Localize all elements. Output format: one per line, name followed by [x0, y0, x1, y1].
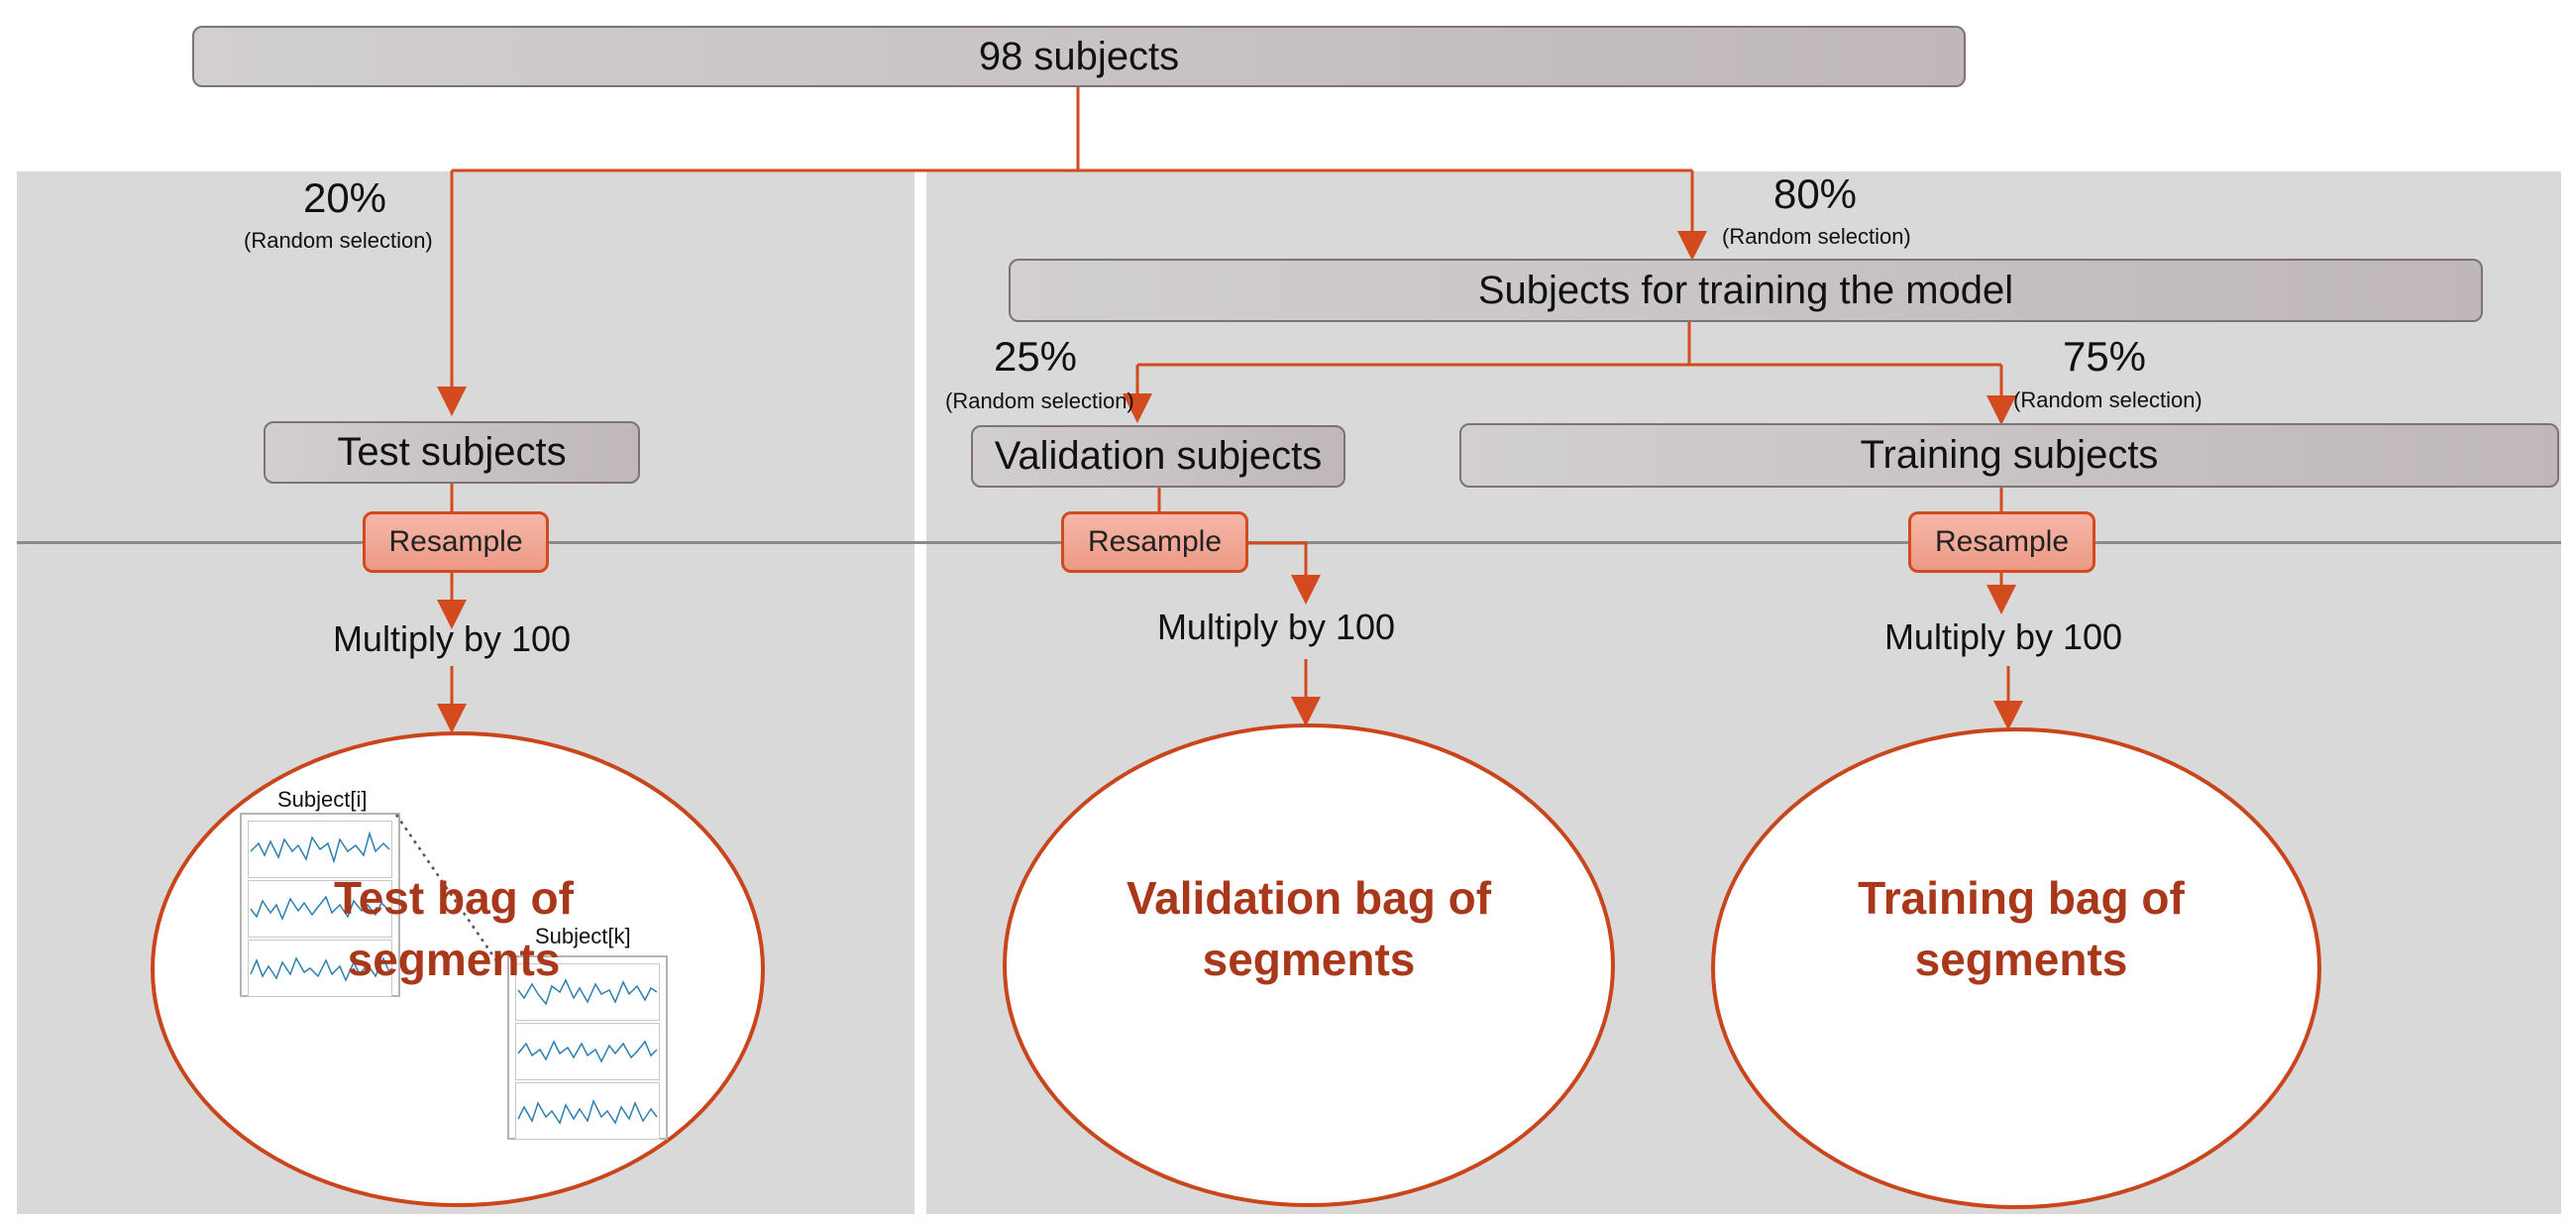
- root-subjects-box: 98 subjects: [192, 26, 1966, 87]
- signal-trace: [517, 978, 658, 1006]
- training-subjects-box: Training subjects: [1459, 423, 2559, 488]
- subject-k-label: Subject[k]: [535, 924, 631, 948]
- test-resample-box: Resample: [363, 511, 549, 573]
- training-percent: 75%: [2062, 333, 2147, 380]
- test-selection-note: (Random selection): [244, 228, 433, 253]
- training-resample-box: Resample: [1908, 511, 2095, 573]
- validation-resample-box: Resample: [1061, 511, 1248, 573]
- validation-selection-note: (Random selection): [945, 388, 1134, 413]
- validation-multiply-label: Multiply by 100: [1156, 607, 1396, 647]
- signal-trace: [250, 831, 390, 864]
- training-bag-ellipse: [1711, 727, 2321, 1209]
- validation-percent: 25%: [993, 333, 1078, 380]
- validation-subjects-box: Validation subjects: [971, 425, 1345, 488]
- training-multiply-label: Multiply by 100: [1883, 616, 2123, 657]
- subject-k-signal-plot: [507, 955, 668, 1140]
- subject-i-signal-plot: [240, 813, 400, 997]
- train-percent: 80%: [1772, 170, 1858, 217]
- test-subjects-box: Test subjects: [264, 421, 640, 484]
- signal-trace: [250, 895, 390, 921]
- validation-bag-ellipse: [1003, 723, 1615, 1207]
- subject-i-label: Subject[i]: [277, 787, 368, 812]
- signal-trace: [517, 1098, 658, 1125]
- train-selection-note: (Random selection): [1722, 224, 1911, 249]
- training-bag-label: Training bag of segments: [1858, 872, 2185, 985]
- test-bag-label: Test bag of segments: [334, 872, 574, 985]
- signal-trace: [250, 956, 390, 982]
- test-percent: 20%: [302, 174, 387, 221]
- signal-trace: [517, 1040, 658, 1063]
- training-model-subjects-box: Subjects for training the model: [1009, 259, 2483, 322]
- training-selection-note: (Random selection): [2013, 388, 2202, 412]
- validation-bag-label: Validation bag of segments: [1126, 872, 1492, 985]
- test-multiply-label: Multiply by 100: [332, 618, 572, 659]
